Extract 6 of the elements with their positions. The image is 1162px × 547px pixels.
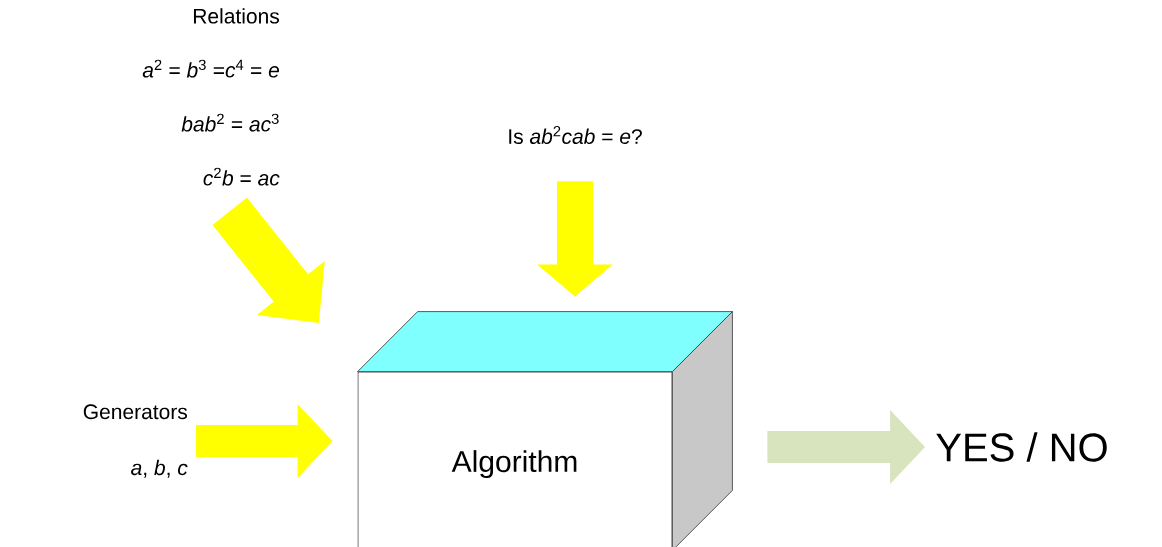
question-text: Is ab$^{2}$cab = e?	[509, 126, 642, 144]
block-arrow	[212, 197, 325, 323]
cube-box: Algorithm	[357, 311, 733, 547]
answer-text: YES / NO	[936, 432, 1107, 462]
generators-text: Generators a, b, c	[83, 404, 188, 478]
relations-text: Relations a$^{2}$ = b$^{3}$ =c$^{4}$ = e bab$^{2}$ = ac$^{3}$ c$^{2}$b = ac	[142, 8, 280, 186]
